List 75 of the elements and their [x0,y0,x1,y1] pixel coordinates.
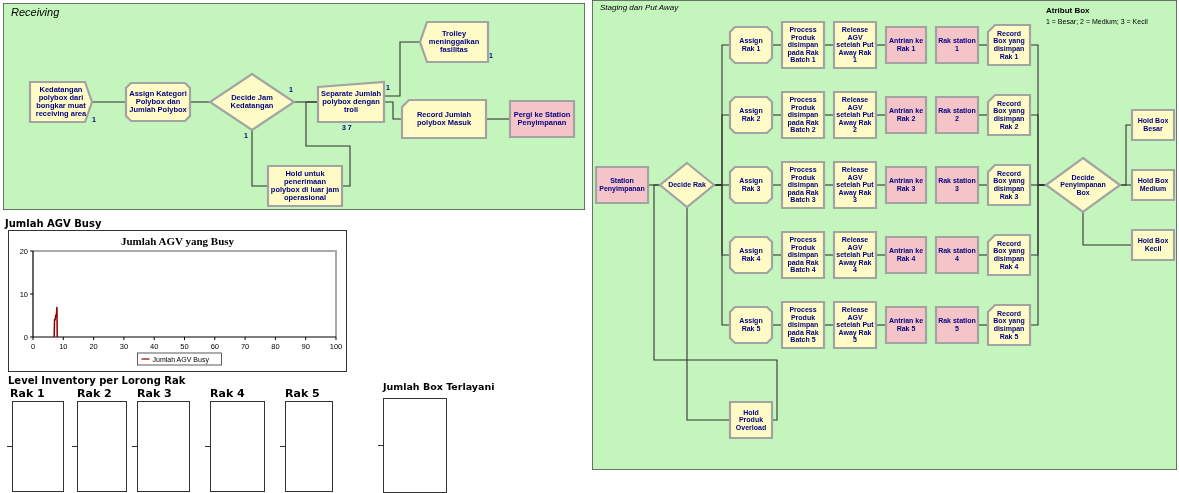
station-module [936,27,978,63]
panel-title: Staging dan Put Away [600,3,679,12]
connector-line [686,206,731,421]
decision-diamond [210,74,294,130]
section-heading: Level Inventory per Lorong Rak [8,375,186,386]
assign-module [730,307,772,343]
connector-line [823,44,835,46]
connector-line [383,41,421,97]
connector-line [251,129,269,187]
assign-module [730,27,772,63]
connector-line [875,324,887,326]
process-box [1132,110,1174,140]
connector-line [1082,211,1133,246]
attribute-note-title: Atribut Box [1046,6,1090,15]
separate-module [318,82,384,122]
connector-line [1119,184,1133,186]
connector-line [305,101,351,187]
connector-line [771,184,783,186]
station-module [936,167,978,203]
connector-line [485,118,511,120]
plot-title: Rak 2 [77,387,112,400]
station-module [886,237,926,273]
plot-title: Rak 4 [210,387,245,400]
station-module [936,97,978,133]
connector-line [977,44,989,46]
connector-line [875,184,887,186]
station-module [886,167,926,203]
process-box [730,402,772,438]
station-module [886,27,926,63]
connector-line [875,44,887,46]
plot-title: Rak 3 [137,387,172,400]
connector-line [977,324,989,326]
connector-line [977,114,989,116]
assign-module [730,97,772,133]
connector-line [771,44,783,46]
process-box [1132,170,1174,200]
connector-line [823,254,835,256]
assign-module [730,237,772,273]
connector-line [91,101,127,103]
connector-line [1029,184,1047,326]
chart-heading: Jumlah AGV Busy [5,218,102,229]
connector-line [653,184,778,421]
record-module [402,100,486,138]
connector-line [771,114,783,116]
station-module [936,307,978,343]
station-module [886,97,926,133]
connector-line [823,114,835,116]
panel-title: Receiving [11,6,60,18]
module-panel [3,3,585,210]
connector-line [823,184,835,186]
connector-line [977,184,989,186]
assign-module [730,167,772,203]
dispose-module [420,22,488,62]
station-module [886,307,926,343]
plot-title: Rak 1 [10,387,45,400]
connector-line [875,114,887,116]
module-panel [592,0,1177,470]
process-box [1132,230,1174,260]
connector-line [977,254,989,256]
connector-line [189,101,211,103]
connector-line [383,101,403,120]
decision-diamond [1046,158,1120,212]
assign-module [126,83,190,121]
decision-diamond [660,163,714,207]
station-module [510,101,574,137]
station-module [936,237,978,273]
connector-line [823,324,835,326]
connector-line [771,324,783,326]
plot-title: Rak 5 [285,387,320,400]
chart-title: Jumlah AGV yang Busy [120,235,235,247]
connector-line [771,254,783,256]
connector-line [875,254,887,256]
plot-title: Jumlah Box Terlayani [383,381,495,392]
station-module [596,167,648,203]
connector-line [713,184,731,326]
